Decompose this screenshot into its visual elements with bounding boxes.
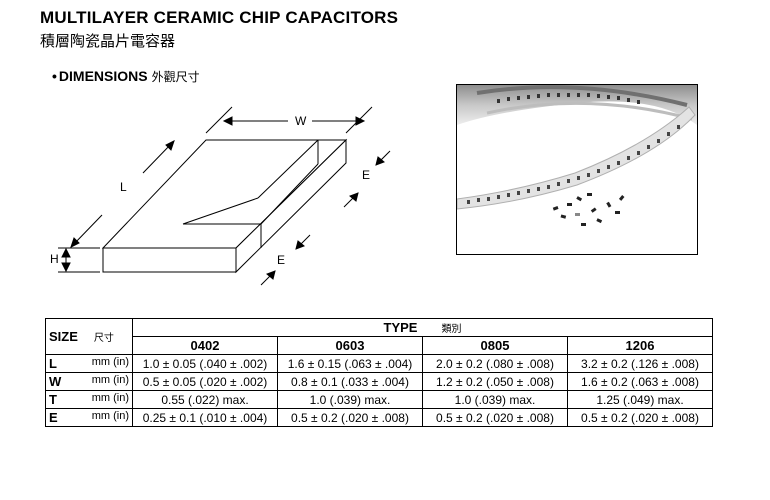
column-header: 0603 — [277, 336, 423, 355]
table-cell: 1.6 ± 0.15 (.063 ± .004) — [277, 354, 423, 373]
table-cell: 0.25 ± 0.1 (.010 ± .004) — [132, 408, 278, 427]
row-label-unit: mm (in) — [91, 356, 129, 368]
size-header-label: SIZE — [49, 329, 78, 344]
chip-dimension-diagram: W L H E E — [50, 106, 391, 286]
type-header-label-zh: 類別 — [441, 324, 462, 335]
e-bottom-label: E — [277, 253, 285, 267]
row-label-unit: mm (in) — [91, 374, 129, 386]
reel-photo — [456, 84, 698, 255]
page-title: MULTILAYER CERAMIC CHIP CAPACITORS — [40, 8, 399, 27]
row-label-letter: T — [49, 392, 57, 407]
chip-front-face — [102, 247, 237, 273]
table-cell: 2.0 ± 0.2 (.080 ± .008) — [422, 354, 568, 373]
table-cell: 3.2 ± 0.2 (.126 ± .008) — [567, 354, 713, 373]
reel-image — [457, 85, 697, 226]
table-cell: 1.2 ± 0.2 (.050 ± .008) — [422, 372, 568, 391]
page-subtitle: 積層陶瓷晶片電容器 — [40, 33, 176, 50]
table-cell: 0.5 ± 0.2 (.020 ± .008) — [277, 408, 423, 427]
table-cell: 1.25 (.049) max. — [567, 390, 713, 409]
w-dimension — [205, 106, 373, 134]
e-right-dimension — [343, 150, 391, 208]
chip-right-face — [235, 138, 347, 274]
e-right-label: E — [362, 168, 370, 182]
table-cell: 1.0 ± 0.05 (.040 ± .002) — [132, 354, 278, 373]
type-header: TYPE 類別 — [132, 318, 713, 337]
carrier-tape — [457, 106, 696, 210]
dimensions-label-zh: 外觀尺寸 — [151, 70, 200, 84]
bullet-icon: • — [52, 68, 57, 84]
row-label-letter: E — [49, 410, 58, 425]
row-label-letter: L — [49, 356, 57, 371]
e-bottom-dimension — [260, 234, 311, 286]
table-cell: 1.6 ± 0.2 (.063 ± .008) — [567, 372, 713, 391]
h-dimension — [58, 247, 100, 273]
h-label: H — [50, 252, 59, 266]
table-cell: 1.0 (.039) max. — [422, 390, 568, 409]
row-label-unit: mm (in) — [91, 392, 129, 404]
table-cell: 0.55 (.022) max. — [132, 390, 278, 409]
table-cell: 0.5 ± 0.2 (.020 ± .008) — [567, 408, 713, 427]
table-cell: 0.8 ± 0.1 (.033 ± .004) — [277, 372, 423, 391]
column-header: 0805 — [422, 336, 568, 355]
loose-chips — [552, 193, 625, 226]
l-label: L — [120, 180, 127, 194]
table-column-row: 0402 0603 0805 1206 — [46, 336, 713, 355]
table-header-row: SIZE 尺寸 TYPE 類別 — [45, 318, 713, 355]
electrode-line-right-top — [257, 139, 319, 199]
column-header: 0402 — [132, 336, 278, 355]
size-header-label-zh: 尺寸 — [93, 333, 114, 344]
w-label: W — [295, 114, 307, 128]
table-cell: 0.5 ± 0.2 (.020 ± .008) — [422, 408, 568, 427]
size-header: SIZE 尺寸 — [45, 318, 133, 355]
dimensions-label: DIMENSIONS — [58, 68, 148, 84]
type-header-label: TYPE — [383, 320, 418, 335]
table-cell: 1.0 (.039) max. — [277, 390, 423, 409]
row-label-unit: mm (in) — [91, 410, 129, 422]
row-label-letter: W — [49, 374, 62, 389]
table-cell: 0.5 ± 0.05 (.020 ± .002) — [132, 372, 278, 391]
l-dimension — [70, 140, 175, 248]
column-header: 1206 — [567, 336, 713, 355]
